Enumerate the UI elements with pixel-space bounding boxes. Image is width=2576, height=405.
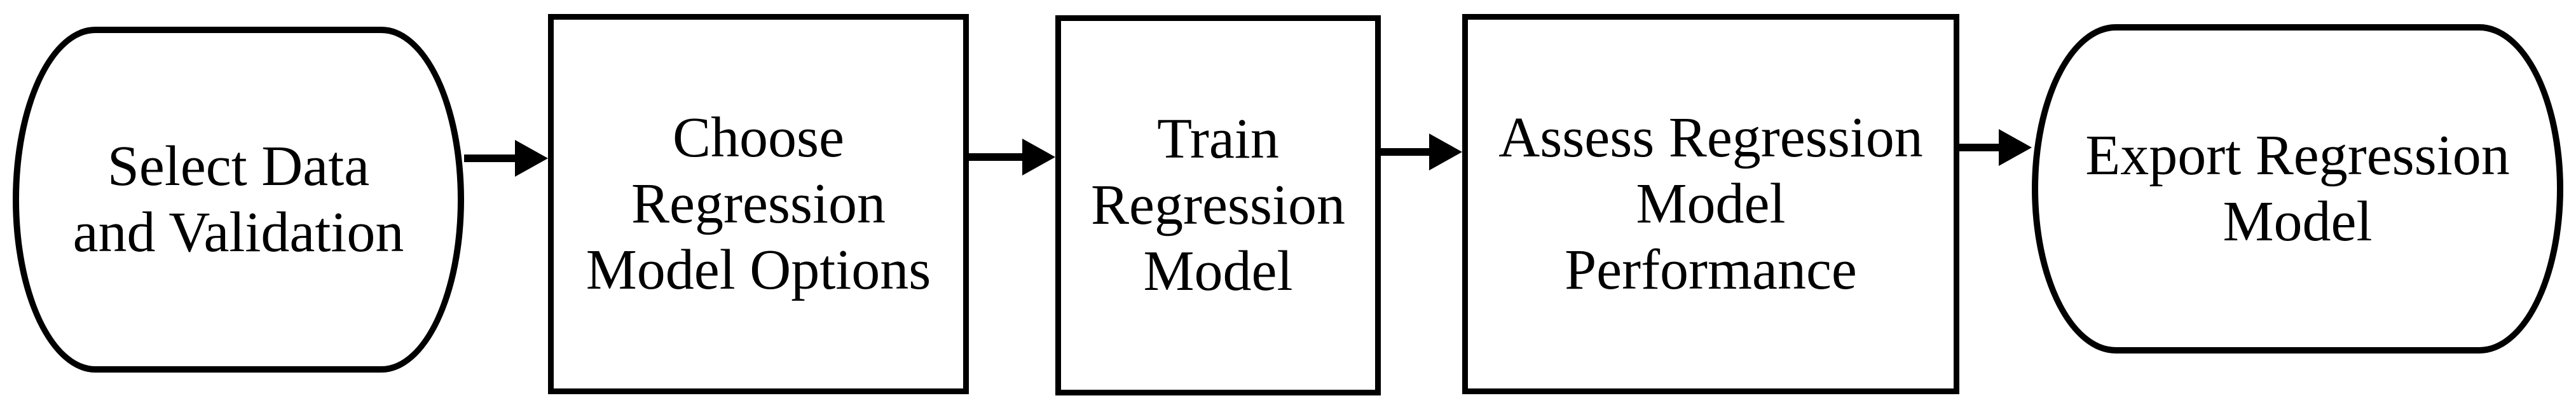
- node-label-line: Regression: [1091, 174, 1345, 237]
- connector-arrow-1: [464, 140, 548, 177]
- node-label-line: Model Options: [586, 238, 931, 301]
- node-assess-regression-model-performance: Assess Regression Model Performance: [1462, 14, 1959, 394]
- node-select-data-and-validation: Select Data and Validation: [13, 27, 464, 373]
- arrow-shaft: [1381, 148, 1433, 156]
- node-label-line: Select Data: [107, 135, 370, 198]
- arrow-head-icon: [515, 140, 548, 177]
- node-choose-regression-model-options: Choose Regression Model Options: [548, 14, 969, 394]
- connector-arrow-4: [1959, 129, 2032, 166]
- node-export-regression-model: Export Regression Model: [2032, 24, 2563, 354]
- node-label-line: Assess Regression: [1498, 106, 1923, 169]
- connector-arrow-2: [969, 139, 1055, 175]
- arrow-head-icon: [1022, 139, 1055, 175]
- connector-arrow-3: [1381, 134, 1462, 170]
- node-label-line: Export Regression: [2085, 124, 2510, 187]
- node-train-regression-model: Train Regression Model: [1055, 15, 1381, 395]
- node-label-line: Model: [2223, 190, 2373, 253]
- node-label-line: Choose: [673, 106, 844, 169]
- arrow-head-icon: [1999, 129, 2032, 166]
- arrow-shaft: [1959, 144, 2003, 151]
- node-label-line: Performance: [1565, 238, 1857, 301]
- node-label-line: and Validation: [72, 201, 404, 264]
- node-label-line: Train: [1157, 107, 1279, 170]
- node-label-line: Regression: [631, 172, 886, 235]
- node-label-line: Model: [1636, 172, 1786, 235]
- arrow-head-icon: [1429, 134, 1462, 170]
- node-label-line: Model: [1143, 240, 1293, 303]
- arrow-shaft: [464, 154, 519, 162]
- arrow-shaft: [969, 153, 1026, 161]
